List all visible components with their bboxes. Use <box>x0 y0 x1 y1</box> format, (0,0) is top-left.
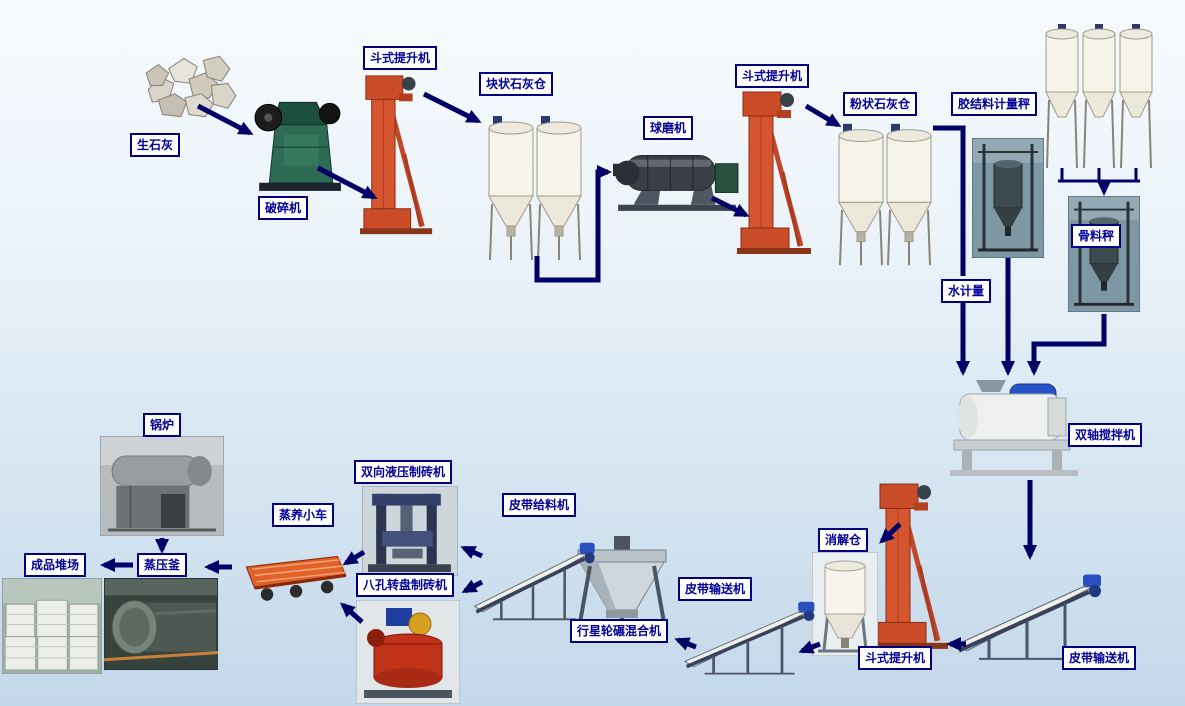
label-crusher: 破碎机 <box>258 196 309 220</box>
label-steam-cart: 蒸养小车 <box>272 503 335 527</box>
label-product-yard: 成品堆场 <box>24 553 87 577</box>
label-twin-shaft-mixer: 双轴搅拌机 <box>1068 423 1143 447</box>
label-belt-feeder: 皮带给料机 <box>502 493 577 517</box>
quicklime-rocks-image <box>138 48 240 126</box>
label-boiler: 锅炉 <box>143 413 182 437</box>
jaw-crusher-image <box>253 84 345 196</box>
label-water-meter: 水计量 <box>941 279 992 303</box>
hydraulic-brick-machine-image <box>362 486 458 576</box>
label-bucket-elevator-3: 斗式提升机 <box>858 646 933 670</box>
aggregate-scale-image <box>1068 196 1140 312</box>
label-powder-lime-silo: 粉状石灰仓 <box>843 92 918 116</box>
label-bucket-elevator-2: 斗式提升机 <box>735 64 810 88</box>
arrow <box>933 125 966 276</box>
label-belt-conveyor-right: 皮带输送机 <box>1062 646 1137 670</box>
belt-feeder-image <box>473 526 598 624</box>
boiler-image <box>100 436 224 536</box>
label-planetary-mixer: 行星轮碾混合机 <box>570 619 669 643</box>
label-rotary-brick-machine: 八孔转盘制砖机 <box>356 573 455 597</box>
twin-shaft-mixer-image <box>948 380 1080 478</box>
label-hydraulic-brick-machine: 双向液压制砖机 <box>354 460 453 484</box>
label-belt-conveyor-mid: 皮带输送机 <box>678 577 753 601</box>
label-quicklime: 生石灰 <box>130 133 181 157</box>
bucket-elevator-2-image <box>737 88 815 260</box>
autoclave-image <box>104 578 218 670</box>
product-yard-image <box>2 578 102 674</box>
label-bucket-elevator-1: 斗式提升机 <box>363 46 438 70</box>
belt-conveyor-mid-image <box>683 586 818 678</box>
aggregate-silos-image <box>1045 22 1155 172</box>
bucket-elevator-3-image <box>874 480 952 655</box>
powder-lime-silos-image <box>835 116 935 273</box>
label-aggregate-scale: 骨料秤 <box>1071 224 1122 248</box>
block-lime-silos-image <box>485 108 585 268</box>
bucket-elevator-1-image <box>360 72 436 240</box>
steam-cart-image <box>238 548 352 606</box>
digestion-silo-image <box>812 552 878 656</box>
belt-conveyor-right-image <box>955 556 1105 664</box>
label-digestion-silo: 消解仓 <box>818 528 869 552</box>
rotary-brick-machine-image <box>356 600 460 704</box>
binder-scale-image <box>972 138 1044 258</box>
label-binder-scale: 胶结料计量秤 <box>951 92 1038 116</box>
ball-mill-image <box>613 133 741 215</box>
label-autoclave: 蒸压釜 <box>137 553 188 577</box>
arrow <box>1027 314 1107 376</box>
label-block-lime-silo: 块状石灰仓 <box>479 72 554 96</box>
label-ball-mill: 球磨机 <box>643 116 694 140</box>
